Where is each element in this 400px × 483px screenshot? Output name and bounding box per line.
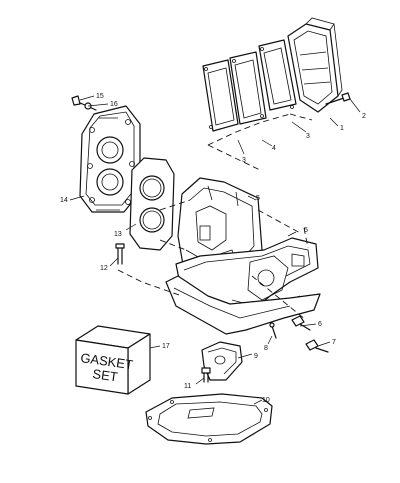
callout-8: 8 (264, 345, 268, 352)
callout-17: 17 (162, 343, 170, 350)
block-screw (115, 243, 125, 265)
transfer-port-cover-rear (229, 51, 267, 125)
crankcase-base-flange (165, 275, 321, 335)
head-bolt (71, 95, 97, 111)
cover-screw-lower (291, 315, 311, 331)
callout-13: 13 (114, 231, 122, 238)
cover-screw (325, 92, 351, 105)
callout-4: 4 (272, 145, 276, 152)
callout-2: 2 (362, 113, 366, 120)
head-gasket (129, 157, 175, 251)
callout-3-upper: 3 (306, 133, 310, 140)
alignment-line-center (159, 199, 191, 211)
gasket-box-line1: GASKET (80, 350, 134, 372)
callout-7: 7 (332, 339, 336, 346)
callout-11: 11 (184, 383, 191, 390)
callout-6: 6 (318, 321, 322, 328)
alignment-line-upper (207, 113, 291, 146)
gasket-box-line2: SET (92, 366, 119, 384)
gasket-set-box: GASKET SET (75, 325, 151, 395)
callout-10: 10 (262, 397, 270, 404)
transfer-port-gasket-front (258, 39, 297, 111)
callout-16: 16 (110, 101, 118, 108)
callout-14: 14 (60, 197, 68, 204)
bracket-screw (201, 367, 211, 383)
exhaust-cover (287, 17, 343, 113)
transfer-port-gasket-rear (202, 59, 239, 132)
long-screw (305, 339, 329, 353)
callout-3-lower: 3 (242, 157, 246, 164)
dowel-pin (269, 322, 277, 339)
cylinder-head (79, 105, 141, 213)
callout-5-lower: 5 (304, 227, 308, 234)
callout-15: 15 (96, 93, 104, 100)
base-gasket (145, 393, 273, 445)
callout-1: 1 (340, 125, 344, 132)
callout-5-upper: 5 (256, 195, 260, 202)
callout-12: 12 (100, 265, 108, 272)
callout-9: 9 (254, 353, 258, 360)
leader-lines (69, 95, 361, 405)
